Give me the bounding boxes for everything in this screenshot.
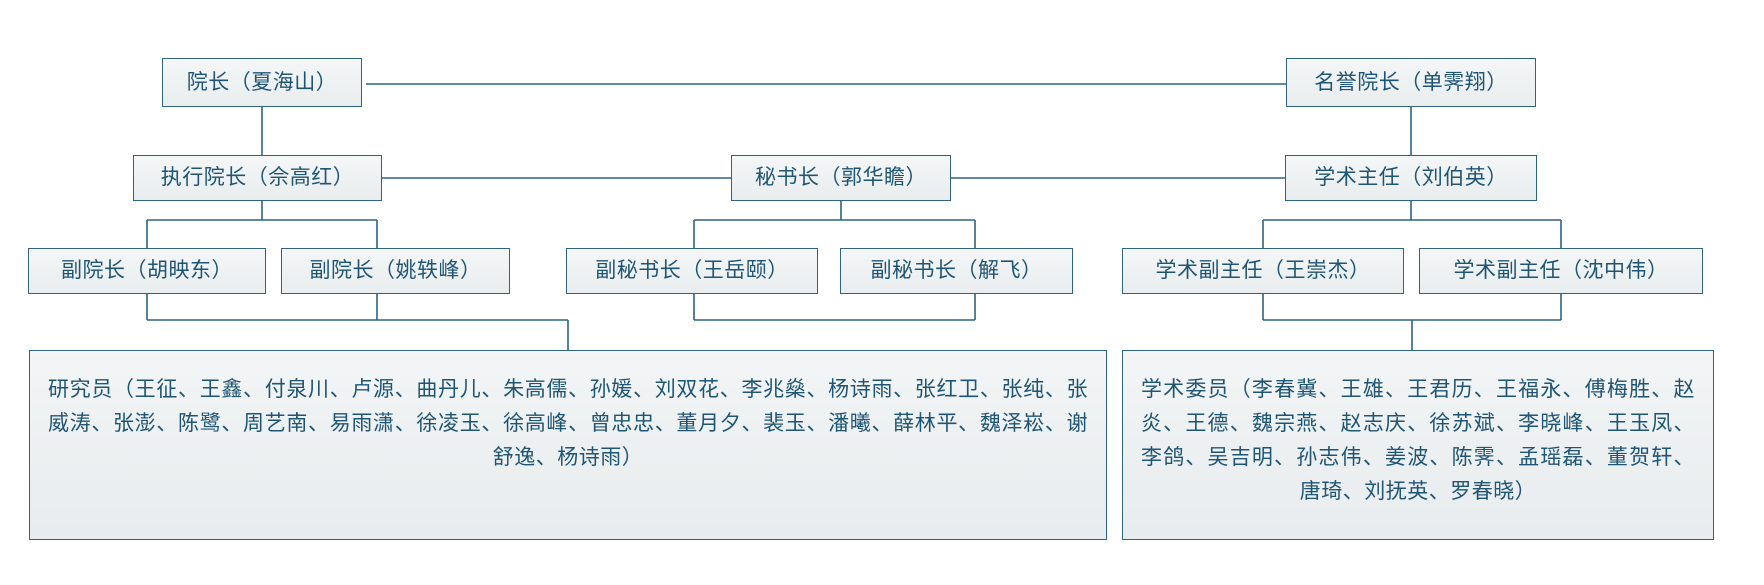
node-executive-dean[interactable]: 执行院长（佘高红） — [133, 155, 382, 201]
node-deputy-secretary-1[interactable]: 副秘书长（王岳颐） — [566, 248, 818, 294]
node-vice-dean-1-label: 副院长（胡映东） — [61, 259, 233, 283]
node-secretary-general[interactable]: 秘书长（郭华瞻） — [731, 155, 951, 201]
node-academic-vice-director-1-label: 学术副主任（王崇杰） — [1155, 259, 1371, 283]
node-academic-vice-director-2[interactable]: 学术副主任（沈中伟） — [1419, 248, 1703, 294]
node-academic-director-label: 学术主任（刘伯英） — [1314, 166, 1508, 190]
node-executive-dean-label: 执行院长（佘高红） — [160, 166, 355, 190]
node-vice-dean-2[interactable]: 副院长（姚轶峰） — [281, 248, 510, 294]
node-honorary-dean-label: 名誉院长（单霁翔） — [1314, 70, 1508, 94]
node-researchers-label: 研究员（王征、王鑫、付泉川、卢源、曲丹儿、朱高儒、孙媛、刘双花、李兆燊、杨诗雨、… — [48, 378, 1088, 470]
node-dean-label: 院长（夏海山） — [186, 70, 338, 94]
node-deputy-secretary-2-label: 副秘书长（解飞） — [870, 259, 1043, 283]
node-honorary-dean[interactable]: 名誉院长（单霁翔） — [1286, 58, 1536, 107]
node-secretary-general-label: 秘书长（郭华瞻） — [755, 166, 927, 190]
node-vice-dean-2-label: 副院长（姚轶峰） — [309, 259, 482, 283]
node-academic-director[interactable]: 学术主任（刘伯英） — [1285, 155, 1537, 201]
node-academic-vice-director-2-label: 学术副主任（沈中伟） — [1453, 259, 1669, 283]
node-deputy-secretary-1-label: 副秘书长（王岳颐） — [595, 259, 789, 283]
node-researchers[interactable]: 研究员（王征、王鑫、付泉川、卢源、曲丹儿、朱高儒、孙媛、刘双花、李兆燊、杨诗雨、… — [29, 350, 1107, 540]
node-vice-dean-1[interactable]: 副院长（胡映东） — [28, 248, 266, 294]
node-dean[interactable]: 院长（夏海山） — [162, 58, 362, 107]
node-deputy-secretary-2[interactable]: 副秘书长（解飞） — [840, 248, 1073, 294]
node-academic-members-label: 学术委员（李春冀、王雄、王君历、王福永、傅梅胜、赵炎、王德、魏宗燕、赵志庆、徐苏… — [1141, 378, 1695, 504]
node-academic-vice-director-1[interactable]: 学术副主任（王崇杰） — [1122, 248, 1404, 294]
node-academic-members[interactable]: 学术委员（李春冀、王雄、王君历、王福永、傅梅胜、赵炎、王德、魏宗燕、赵志庆、徐苏… — [1122, 350, 1714, 540]
